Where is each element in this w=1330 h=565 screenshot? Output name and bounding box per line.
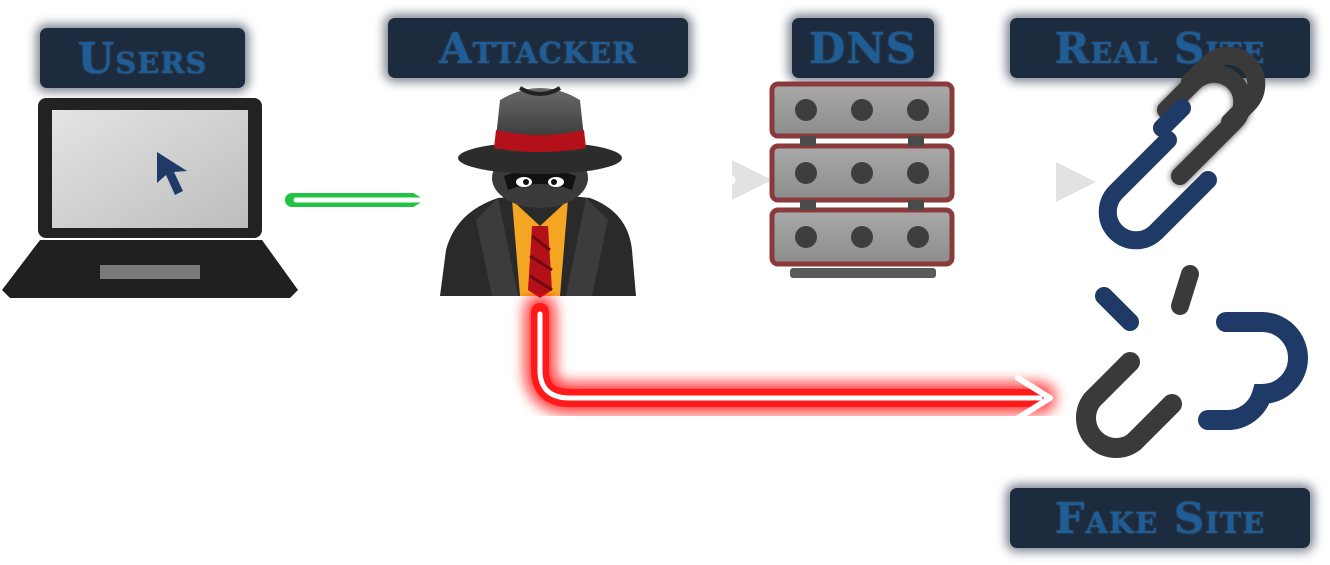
attacker-to-dns-arrow	[621, 160, 772, 200]
cursor-icon	[157, 152, 187, 195]
users-to-attacker-arrow	[278, 179, 440, 221]
fake-site-label: Fake Site	[1010, 488, 1310, 548]
server-rack-icon	[769, 81, 955, 278]
chain-link-icon	[1098, 46, 1266, 250]
dns-to-real-site-arrow	[951, 162, 1096, 202]
laptop-icon	[2, 98, 298, 298]
spy-hacker-icon	[440, 86, 636, 298]
real-site-label: Real Site	[1010, 18, 1310, 78]
attacker-label: Attacker	[388, 18, 688, 78]
dns-label: DNS	[792, 18, 934, 78]
users-label: Users	[40, 28, 245, 88]
attacker-to-fake-site-arrow	[525, 295, 1055, 421]
broken-chain-link-icon	[1076, 265, 1308, 458]
